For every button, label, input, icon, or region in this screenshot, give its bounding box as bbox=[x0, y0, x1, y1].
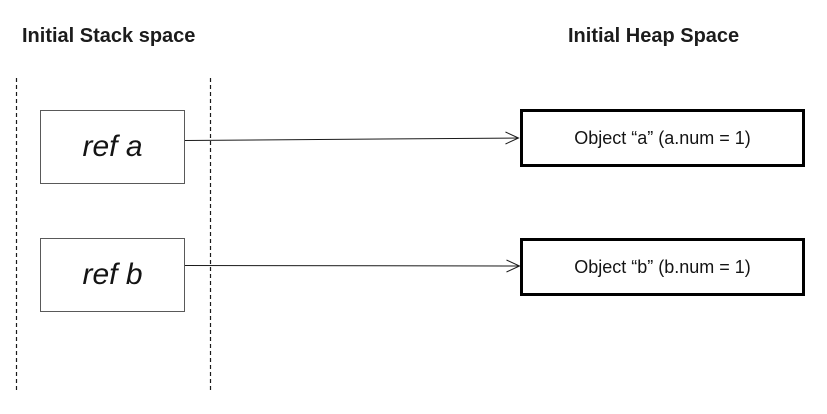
arrow-ref-a-to-object-a bbox=[184, 131, 520, 145]
heap-object-a-box: Object “a” (a.num = 1) bbox=[520, 109, 805, 167]
heap-object-a-label: Object “a” (a.num = 1) bbox=[574, 127, 751, 148]
heap-title: Initial Heap Space bbox=[568, 25, 740, 47]
stack-ref-a-label: ref a bbox=[82, 130, 143, 163]
stack-ref-b-label: ref b bbox=[82, 258, 143, 291]
heap-object-b-box: Object “b” (b.num = 1) bbox=[520, 238, 805, 296]
stack-ref-b-box: ref b bbox=[40, 238, 185, 312]
stack-ref-a-box: ref a bbox=[40, 110, 185, 184]
heap-object-b-label: Object “b” (b.num = 1) bbox=[574, 256, 751, 277]
arrow-ref-b-to-object-b bbox=[184, 259, 521, 273]
stack-title: Initial Stack space bbox=[22, 25, 196, 47]
